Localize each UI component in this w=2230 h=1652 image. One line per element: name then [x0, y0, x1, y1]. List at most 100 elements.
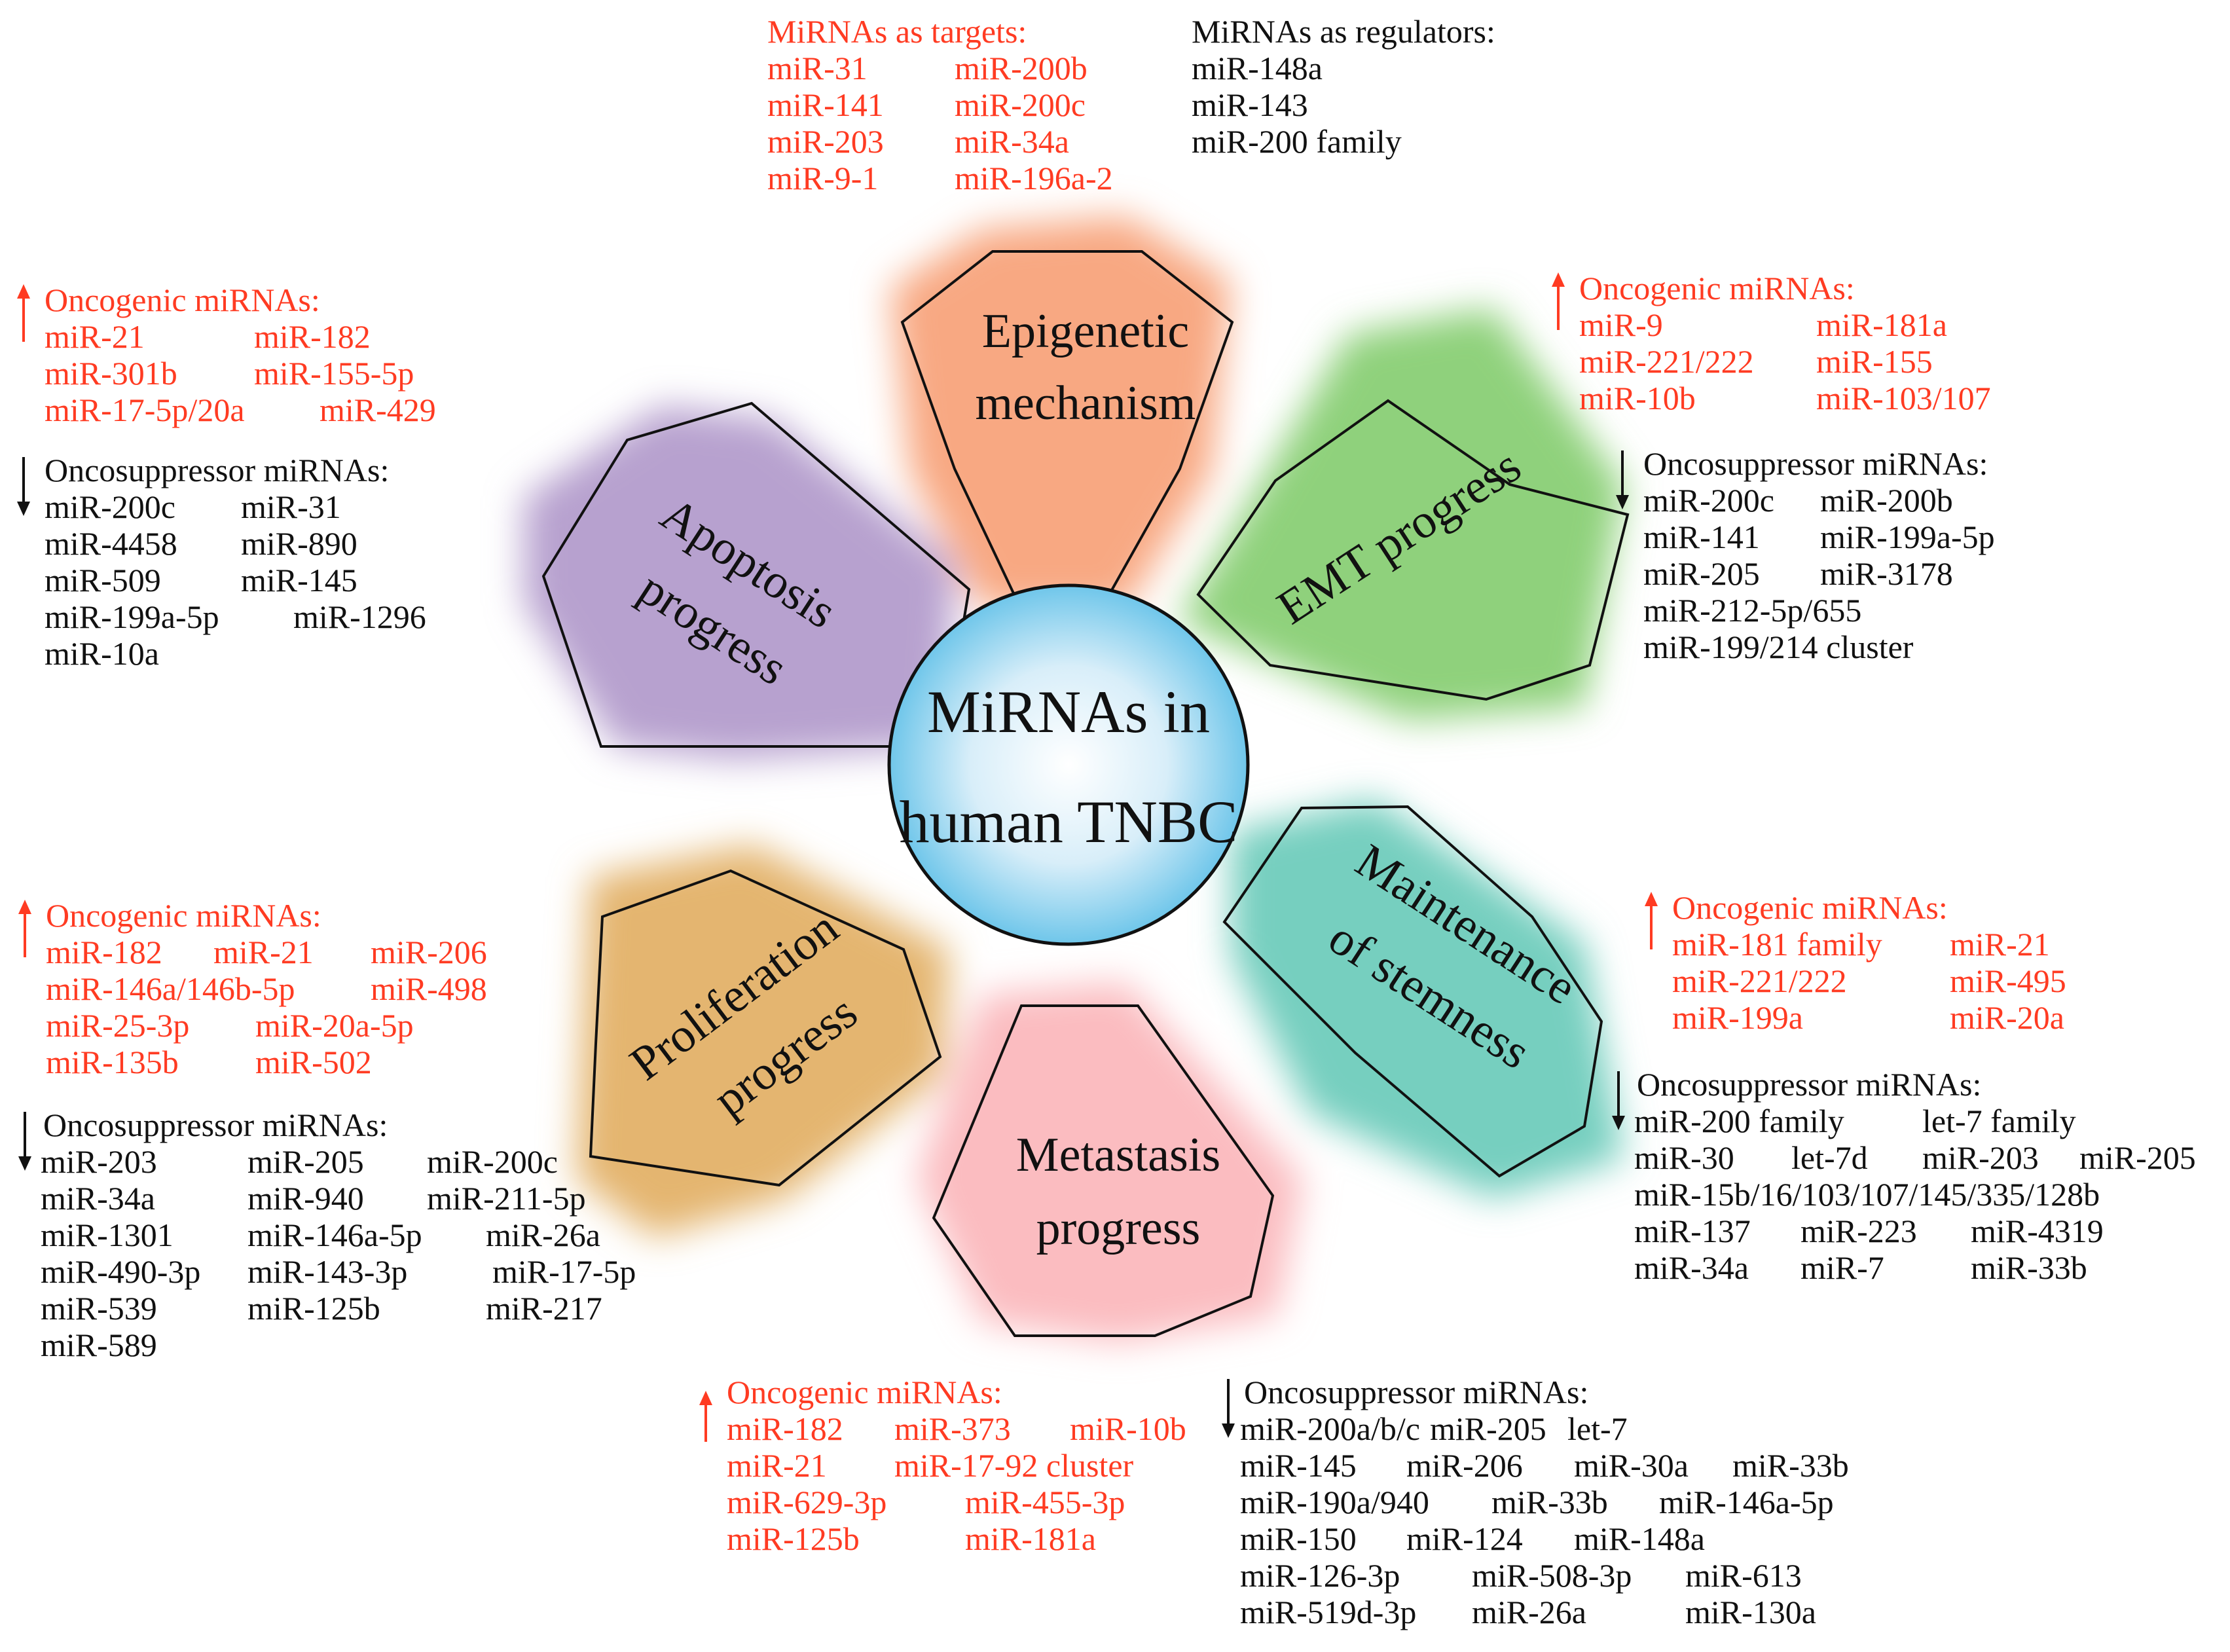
list-item: miR-509 [45, 562, 161, 598]
list-item: miR-199a-5p [1820, 519, 1995, 555]
list-item: miR-25-3p [46, 1007, 190, 1044]
list-item: miR-150 [1240, 1520, 1357, 1557]
metastasis-oncogenic-list: Oncogenic miRNAs: miR-182 miR-373 miR-10… [698, 1374, 1251, 1557]
list-item: miR-508-3p [1472, 1557, 1632, 1594]
stemness-glow [1231, 799, 1624, 1198]
list-item: miR-940 [247, 1180, 364, 1217]
stemness-oncogenic-list: Oncogenic miRNAs: miR-181 family miR-21 … [1643, 889, 2130, 1036]
list-item: miR-148a [1192, 50, 1323, 86]
list-item: miR-199a-5p [45, 598, 219, 635]
down-arrow-icon [1612, 1071, 1625, 1130]
list-item: miR-17-5p/20a [45, 392, 245, 428]
proliferation-oncogenic-list: Oncogenic miRNAs: miR-182 miR-21 miR-206… [17, 897, 570, 1080]
apoptosis-suppressor-list: Oncosuppressor miRNAs: miR-200c miR-31 m… [16, 452, 503, 672]
list-item: miR-20a [1950, 999, 2064, 1036]
list-item: miR-21 [1950, 926, 2050, 963]
list-item: miR-137 [1634, 1213, 1751, 1249]
list-item: miR-141 [1643, 519, 1760, 555]
list-item: miR-126-3p [1240, 1557, 1400, 1594]
emt-petal [1196, 399, 1630, 701]
list-item: miR-155 [1816, 343, 1933, 380]
list-item: miR-495 [1950, 963, 2066, 999]
list-item: miR-9 [1579, 306, 1663, 343]
list-item: miR-206 [371, 934, 487, 970]
list-item: miR-30a [1574, 1447, 1689, 1484]
emt-suppressor-list: Oncosuppressor miRNAs: miR-200c miR-200b… [1615, 445, 2102, 665]
list-item: miR-373 [894, 1410, 1011, 1447]
up-arrow-icon [699, 1391, 712, 1442]
list-title: Oncosuppressor miRNAs: [1643, 445, 1988, 482]
list-item: miR-103/107 [1816, 380, 1991, 416]
list-item: let-7d [1791, 1139, 1868, 1176]
list-item: miR-1301 [41, 1217, 174, 1253]
down-arrow-icon [1616, 450, 1629, 509]
list-item: miR-124 [1406, 1520, 1523, 1557]
list-item: miR-890 [241, 525, 357, 562]
list-item: miR-21 [727, 1447, 827, 1484]
down-arrow-icon [1222, 1379, 1235, 1438]
epigenetic-regulators-list: MiRNAs as regulators: miR-148a miR-143 m… [1192, 13, 1495, 160]
list-item: miR-181a [965, 1520, 1096, 1557]
list-title: Oncogenic miRNAs: [727, 1374, 1002, 1410]
list-item: miR-221/222 [1672, 963, 1847, 999]
metastasis-petal [932, 1004, 1275, 1337]
proliferation-suppressor-list: Oncosuppressor miRNAs: miR-203 miR-205 m… [17, 1107, 695, 1363]
list-item: miR-10b [1579, 380, 1696, 416]
list-item: miR-199a [1672, 999, 1803, 1036]
list-item: miR-31 [241, 488, 341, 525]
list-item: miR-155-5p [254, 355, 414, 392]
down-arrow-icon [18, 1112, 31, 1171]
list-item: miR-200 family [1192, 123, 1402, 160]
metastasis-label-line2: progress [1036, 1202, 1201, 1255]
list-item: miR-31 [767, 50, 868, 86]
list-item: miR-205 [2079, 1139, 2196, 1176]
list-item: miR-190a/940 [1240, 1484, 1429, 1520]
list-item: miR-211-5p [427, 1180, 586, 1217]
list-item: miR-502 [255, 1044, 372, 1080]
epigenetic-label-line2: mechanism [975, 376, 1196, 430]
list-title: MiRNAs as targets: [767, 13, 1027, 50]
epigenetic-petal [900, 250, 1234, 619]
list-item: let-7 [1567, 1410, 1628, 1447]
list-title: Oncosuppressor miRNAs: [45, 452, 390, 488]
list-title: Oncosuppressor miRNAs: [1637, 1066, 1982, 1103]
list-item: miR-200c [1643, 482, 1774, 519]
list-item: let-7 family [1922, 1103, 2076, 1139]
list-item: miR-17-5p [492, 1253, 636, 1290]
list-item: miR-143-3p [247, 1253, 408, 1290]
list-item: miR-613 [1685, 1557, 1802, 1594]
list-title: Oncosuppressor miRNAs: [43, 1107, 388, 1143]
proliferation-glow [576, 845, 949, 1238]
list-item: miR-20a-5p [255, 1007, 414, 1044]
list-item: miR-33b [1732, 1447, 1849, 1484]
list-item: miR-205 [247, 1143, 364, 1180]
list-title: Oncogenic miRNAs: [1672, 889, 1948, 926]
list-item: miR-146a-5p [1659, 1484, 1834, 1520]
list-item: miR-217 [486, 1290, 602, 1327]
list-item: miR-539 [41, 1290, 157, 1327]
list-item: miR-589 [41, 1327, 157, 1363]
metastasis-suppressor-list: Oncosuppressor miRNAs: miR-200a/b/c miR-… [1220, 1374, 1895, 1630]
list-title: Oncosuppressor miRNAs: [1244, 1374, 1589, 1410]
list-title: Oncogenic miRNAs: [45, 282, 320, 318]
center-circle [887, 583, 1250, 946]
list-item: miR-490-3p [41, 1253, 201, 1290]
list-item: miR-205 [1643, 555, 1760, 592]
list-item: miR-196a-2 [955, 160, 1113, 196]
emt-glow [1179, 308, 1624, 720]
list-item: miR-203 [1922, 1139, 2039, 1176]
proliferation-petal [589, 869, 942, 1187]
list-item: miR-145 [1240, 1447, 1357, 1484]
list-item: miR-221/222 [1579, 343, 1754, 380]
list-item: miR-4458 [45, 525, 177, 562]
list-item: miR-203 [41, 1143, 157, 1180]
stemness-petal [1222, 805, 1603, 1178]
list-item: miR-200b [1820, 482, 1953, 519]
list-item: miR-629-3p [727, 1484, 887, 1520]
list-item: miR-15b/16/103/107/145/335/128b [1634, 1176, 2100, 1213]
list-item: miR-1296 [293, 598, 426, 635]
list-item: miR-519d-3p [1240, 1594, 1417, 1630]
up-arrow-icon [18, 900, 31, 957]
list-item: miR-141 [767, 86, 884, 123]
